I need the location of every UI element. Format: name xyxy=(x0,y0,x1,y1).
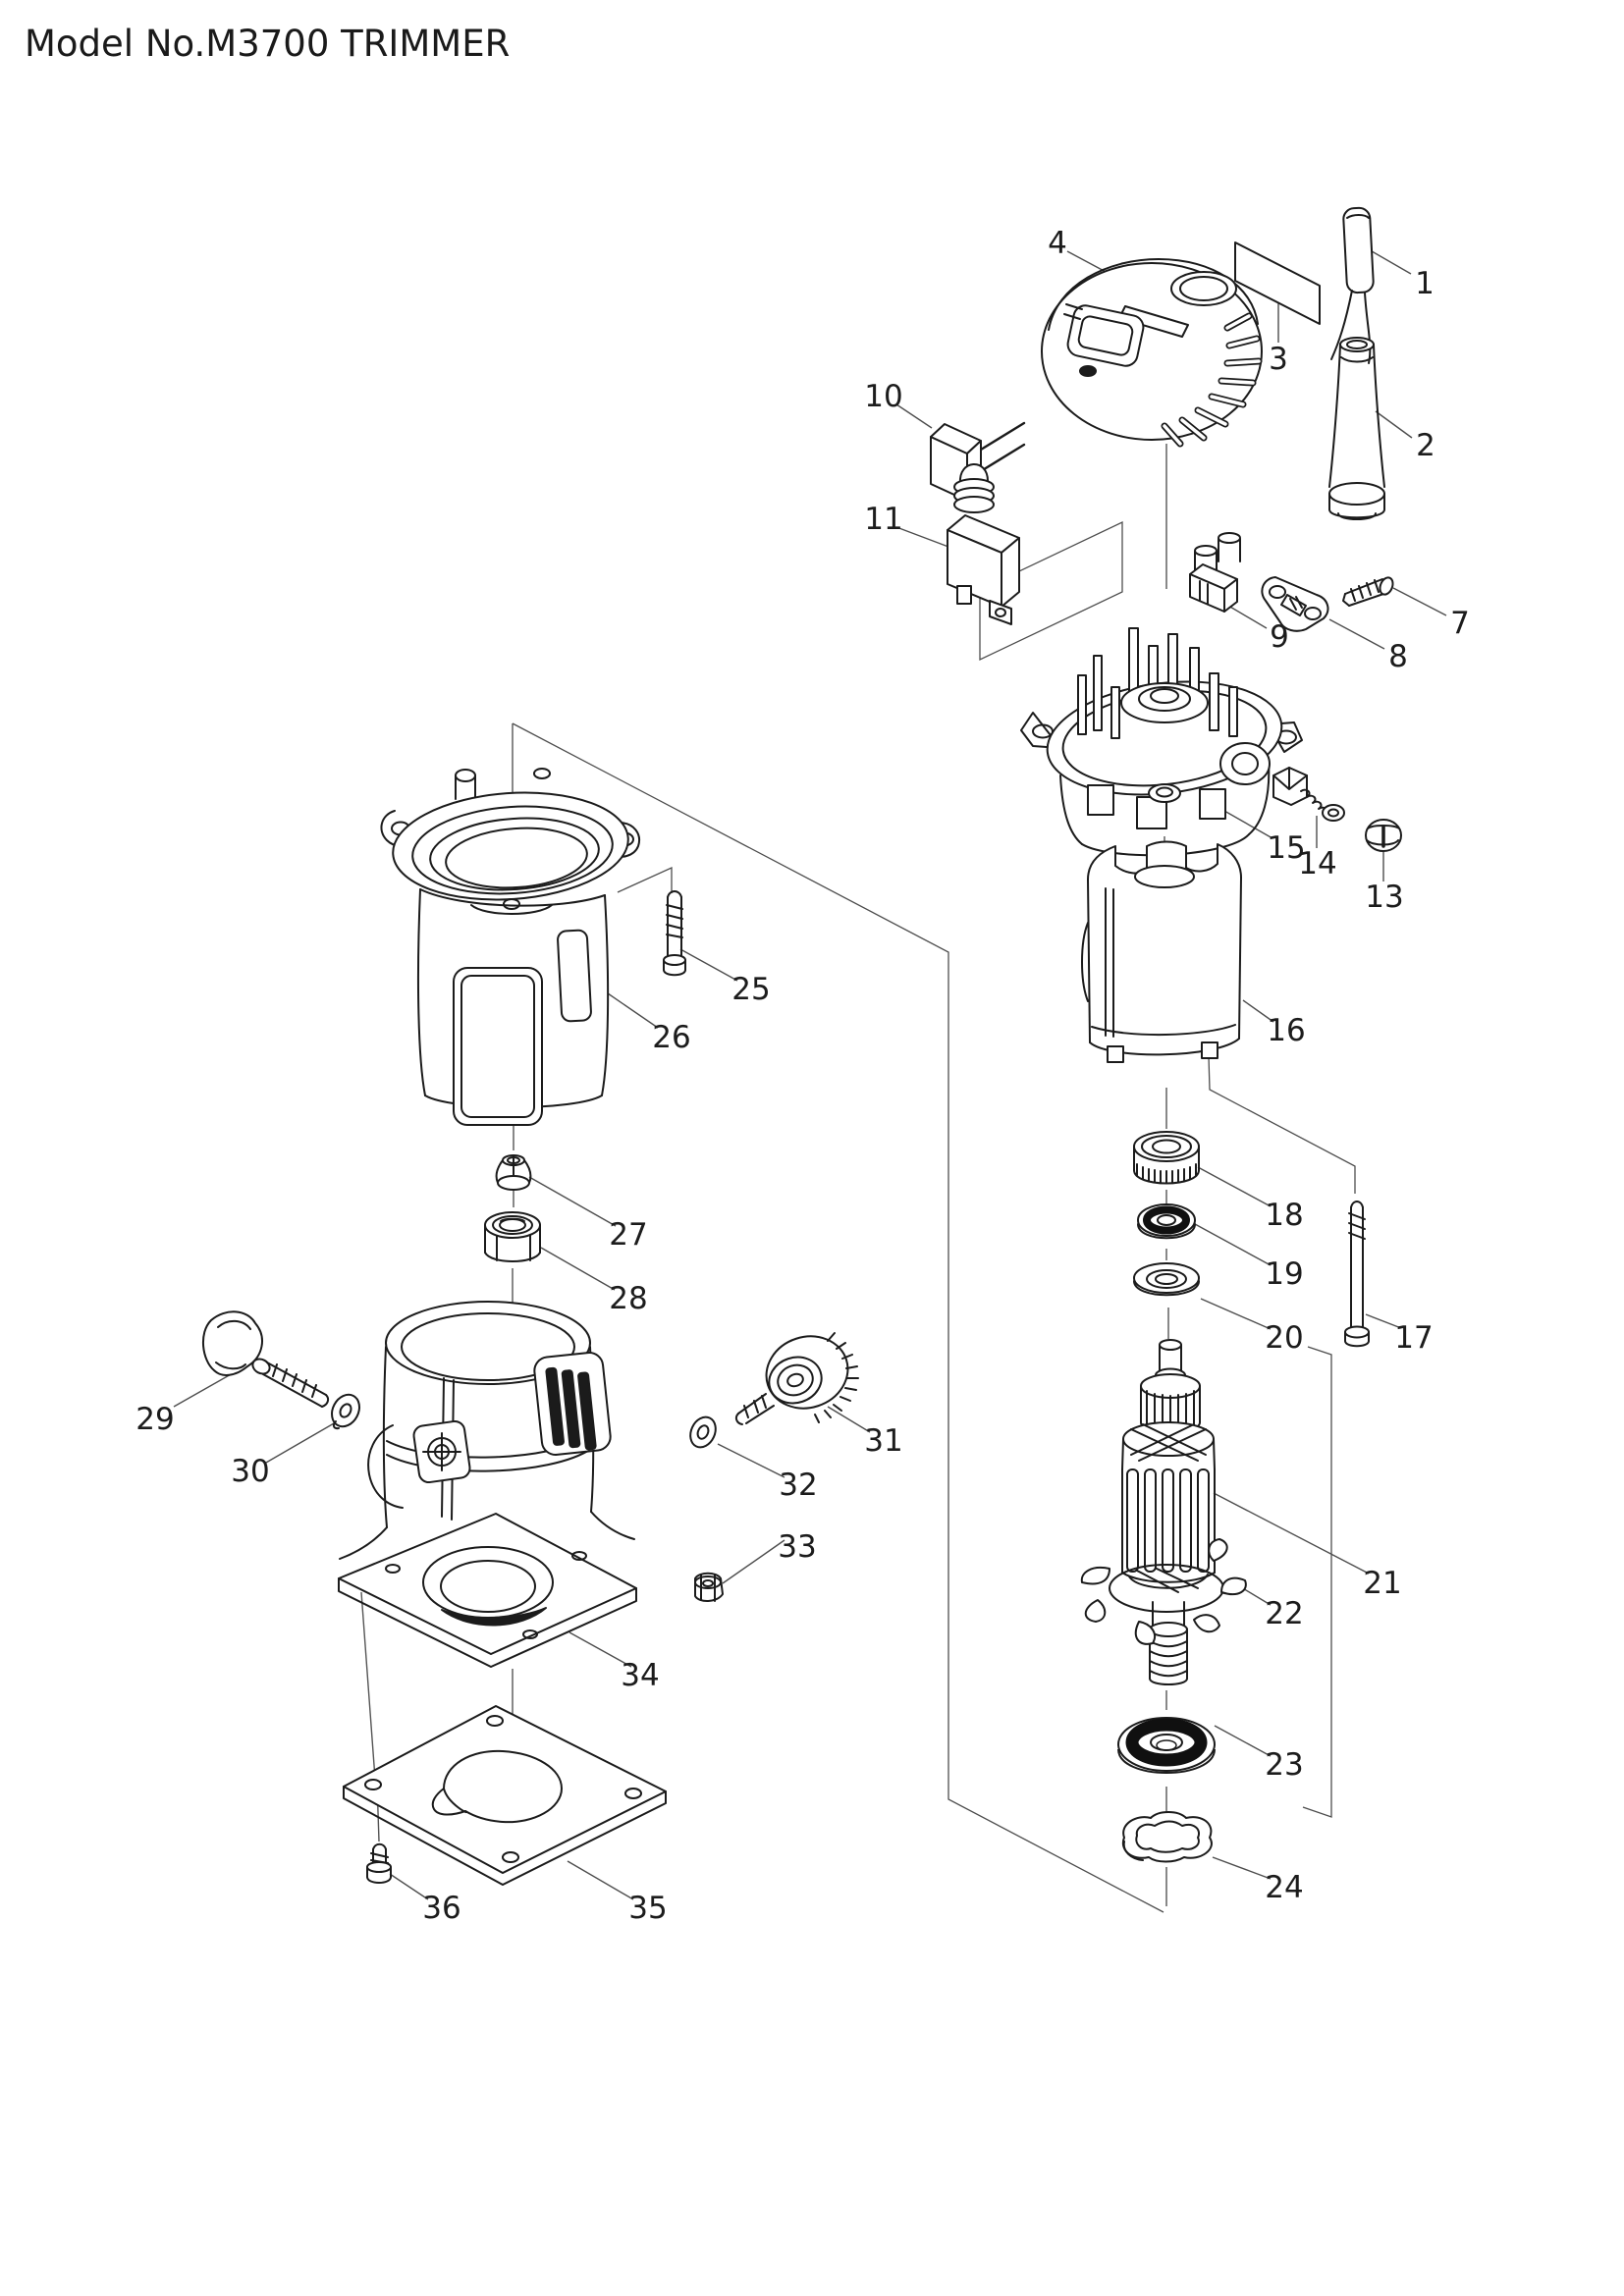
part-label-30: 30 xyxy=(231,1454,269,1489)
part-label-7: 7 xyxy=(1450,606,1470,641)
part-17-screw-drawing xyxy=(1344,1201,1370,1348)
part-2-cord-guard-drawing xyxy=(1328,337,1385,520)
part-36-screw-drawing xyxy=(366,1842,392,1884)
part-label-11: 11 xyxy=(864,502,902,537)
part-24-rubber-plate-drawing xyxy=(1121,1811,1213,1863)
part-19-ball-bearing-drawing xyxy=(1137,1203,1196,1240)
part-label-36: 36 xyxy=(422,1891,460,1926)
part-label-35: 35 xyxy=(628,1891,667,1926)
part-label-33: 33 xyxy=(778,1529,816,1565)
part-label-29: 29 xyxy=(135,1402,174,1437)
part-4-vent-slot-highlights xyxy=(1163,314,1261,446)
part-label-17: 17 xyxy=(1394,1320,1433,1356)
part-label-13: 13 xyxy=(1365,880,1403,915)
part-label-16: 16 xyxy=(1267,1013,1305,1048)
part-label-31: 31 xyxy=(864,1423,902,1459)
part-18-bearing-retainer-drawing xyxy=(1133,1131,1200,1185)
part-label-4: 4 xyxy=(1048,226,1067,261)
part-25-screw-drawing xyxy=(663,890,686,977)
page-title: Model No.M3700 TRIMMER xyxy=(25,23,510,65)
part-28-collet-nut-drawing xyxy=(484,1211,541,1262)
part-label-27: 27 xyxy=(609,1217,647,1253)
part-29-lock-lever-drawing xyxy=(202,1310,330,1408)
part-label-1: 1 xyxy=(1415,266,1435,301)
part-label-24: 24 xyxy=(1265,1870,1303,1905)
part-23-ball-bearing-drawing xyxy=(1117,1717,1216,1774)
part-label-15: 15 xyxy=(1267,830,1305,866)
part-label-28: 28 xyxy=(609,1281,647,1316)
part-22-fan-drawing xyxy=(1080,1538,1247,1645)
part-label-32: 32 xyxy=(779,1468,817,1503)
part-16-field-drawing xyxy=(1081,840,1242,1063)
part-20-washer-drawing xyxy=(1133,1262,1200,1297)
part-26-motor-housing-drawing xyxy=(380,768,640,1126)
part-7-screw-drawing xyxy=(1342,576,1394,607)
part-35-base-plate-drawing xyxy=(343,1705,667,1886)
part-label-19: 19 xyxy=(1265,1256,1303,1292)
axis-lines xyxy=(360,444,1169,1906)
part-label-21: 21 xyxy=(1363,1566,1401,1601)
assembly-bracket-lines xyxy=(512,520,1356,1913)
part-label-10: 10 xyxy=(864,379,902,414)
part-label-34: 34 xyxy=(621,1658,659,1693)
part-27-collet-cone-drawing xyxy=(495,1154,532,1191)
part-13-brush-cap-drawing xyxy=(1365,819,1402,852)
part-32-washer-drawing xyxy=(689,1415,717,1449)
part-label-14: 14 xyxy=(1298,846,1336,881)
part-4-cap-drawing xyxy=(1041,258,1263,441)
part-11-switch-drawing xyxy=(947,463,1020,625)
part-label-9: 9 xyxy=(1270,619,1289,655)
part-31-thumb-screw-drawing xyxy=(734,1332,859,1425)
part-label-20: 20 xyxy=(1265,1320,1303,1356)
part-14-carbon-brush-drawing xyxy=(1272,767,1345,822)
part-30-washer-drawing xyxy=(331,1393,360,1430)
part-33-hex-nut-drawing xyxy=(694,1572,724,1602)
part-label-23: 23 xyxy=(1265,1747,1303,1783)
part-34-base-assembly-drawing xyxy=(338,1301,637,1668)
part-label-25: 25 xyxy=(731,972,770,1007)
part-labels: 1 2 3 4 7 8 9 10 11 13 14 15 16 17 18 19… xyxy=(135,226,1470,1926)
part-8-cord-clamp-drawing xyxy=(1261,576,1329,632)
part-1-capacitor-drawing xyxy=(1330,206,1375,364)
part-label-26: 26 xyxy=(652,1020,690,1055)
part-label-3: 3 xyxy=(1269,342,1288,377)
leader-lines xyxy=(173,247,1447,1900)
part-3-name-plate-drawing xyxy=(1234,241,1321,325)
part-15-gear-housing-drawing xyxy=(1020,627,1303,857)
part-label-22: 22 xyxy=(1265,1596,1303,1631)
part-label-18: 18 xyxy=(1265,1198,1303,1233)
part-label-8: 8 xyxy=(1388,639,1408,674)
part-label-2: 2 xyxy=(1416,428,1435,463)
part-9-terminal-block-drawing xyxy=(1189,532,1241,613)
